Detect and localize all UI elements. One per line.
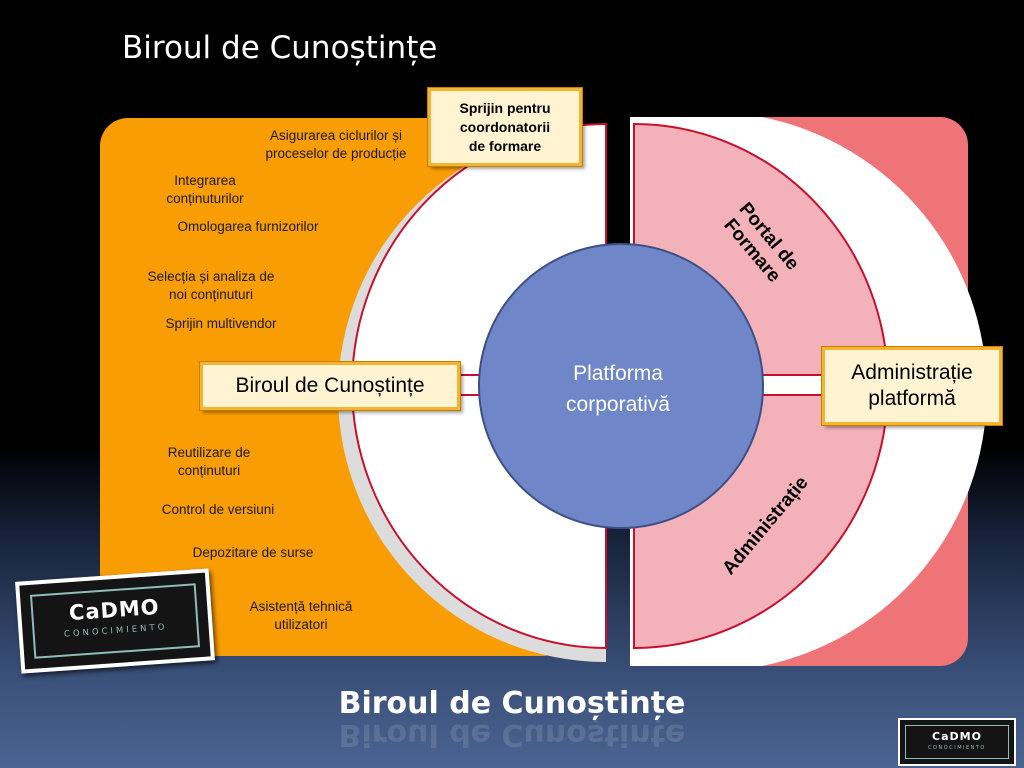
list-item: Sprijin multivendor — [165, 316, 277, 331]
center-label: Platforma corporativă — [566, 362, 670, 416]
support-coordinators-label: Sprijin pentru coordonatorii de formare — [459, 99, 551, 154]
cadmo-logo-small: CaDMO CONOCIMIENTO — [898, 718, 1016, 766]
center-circle — [478, 243, 764, 529]
platform-admin-box: Administrație platformă — [822, 347, 1002, 425]
bottom-title-reflection: Biroul de Cunoștințe — [338, 717, 686, 752]
knowledge-office-label: Biroul de Cunoștințe — [235, 374, 425, 397]
slide-title: Biroul de Cunoștințe — [122, 30, 438, 66]
list-item: Asigurarea ciclurilor și proceselor de p… — [265, 128, 407, 161]
platform-admin-label: Administrație platformă — [851, 361, 973, 410]
right-connector — [759, 374, 827, 396]
list-item: Selecția și analiza de noi conținuturi — [147, 269, 275, 302]
list-item: Omologarea furnizorilor — [177, 219, 319, 234]
logo-frame: CaDMO CONOCIMIENTO — [29, 583, 201, 659]
list-item: Reutilizare de conținuturi — [167, 445, 251, 478]
knowledge-office-box: Biroul de Cunoștințe — [200, 362, 460, 410]
list-item: Depozitare de surse — [192, 545, 314, 560]
logo-word-small: CaDMO — [932, 730, 982, 743]
bottom-title: Biroul de Cunoștințe — [338, 686, 686, 721]
list-item: Control de versiuni — [161, 502, 275, 517]
logo-sub-small: CONOCIMIENTO — [928, 745, 986, 751]
list-item: Asistență tehnică utilizatori — [249, 599, 353, 632]
list-item: Integrarea conținuturilor — [166, 173, 244, 206]
support-coordinators-box: Sprijin pentru coordonatorii de formare — [428, 88, 582, 166]
cadmo-logo: CaDMO CONOCIMIENTO — [15, 568, 215, 674]
logo-frame-small: CaDMO CONOCIMIENTO — [905, 725, 1009, 759]
